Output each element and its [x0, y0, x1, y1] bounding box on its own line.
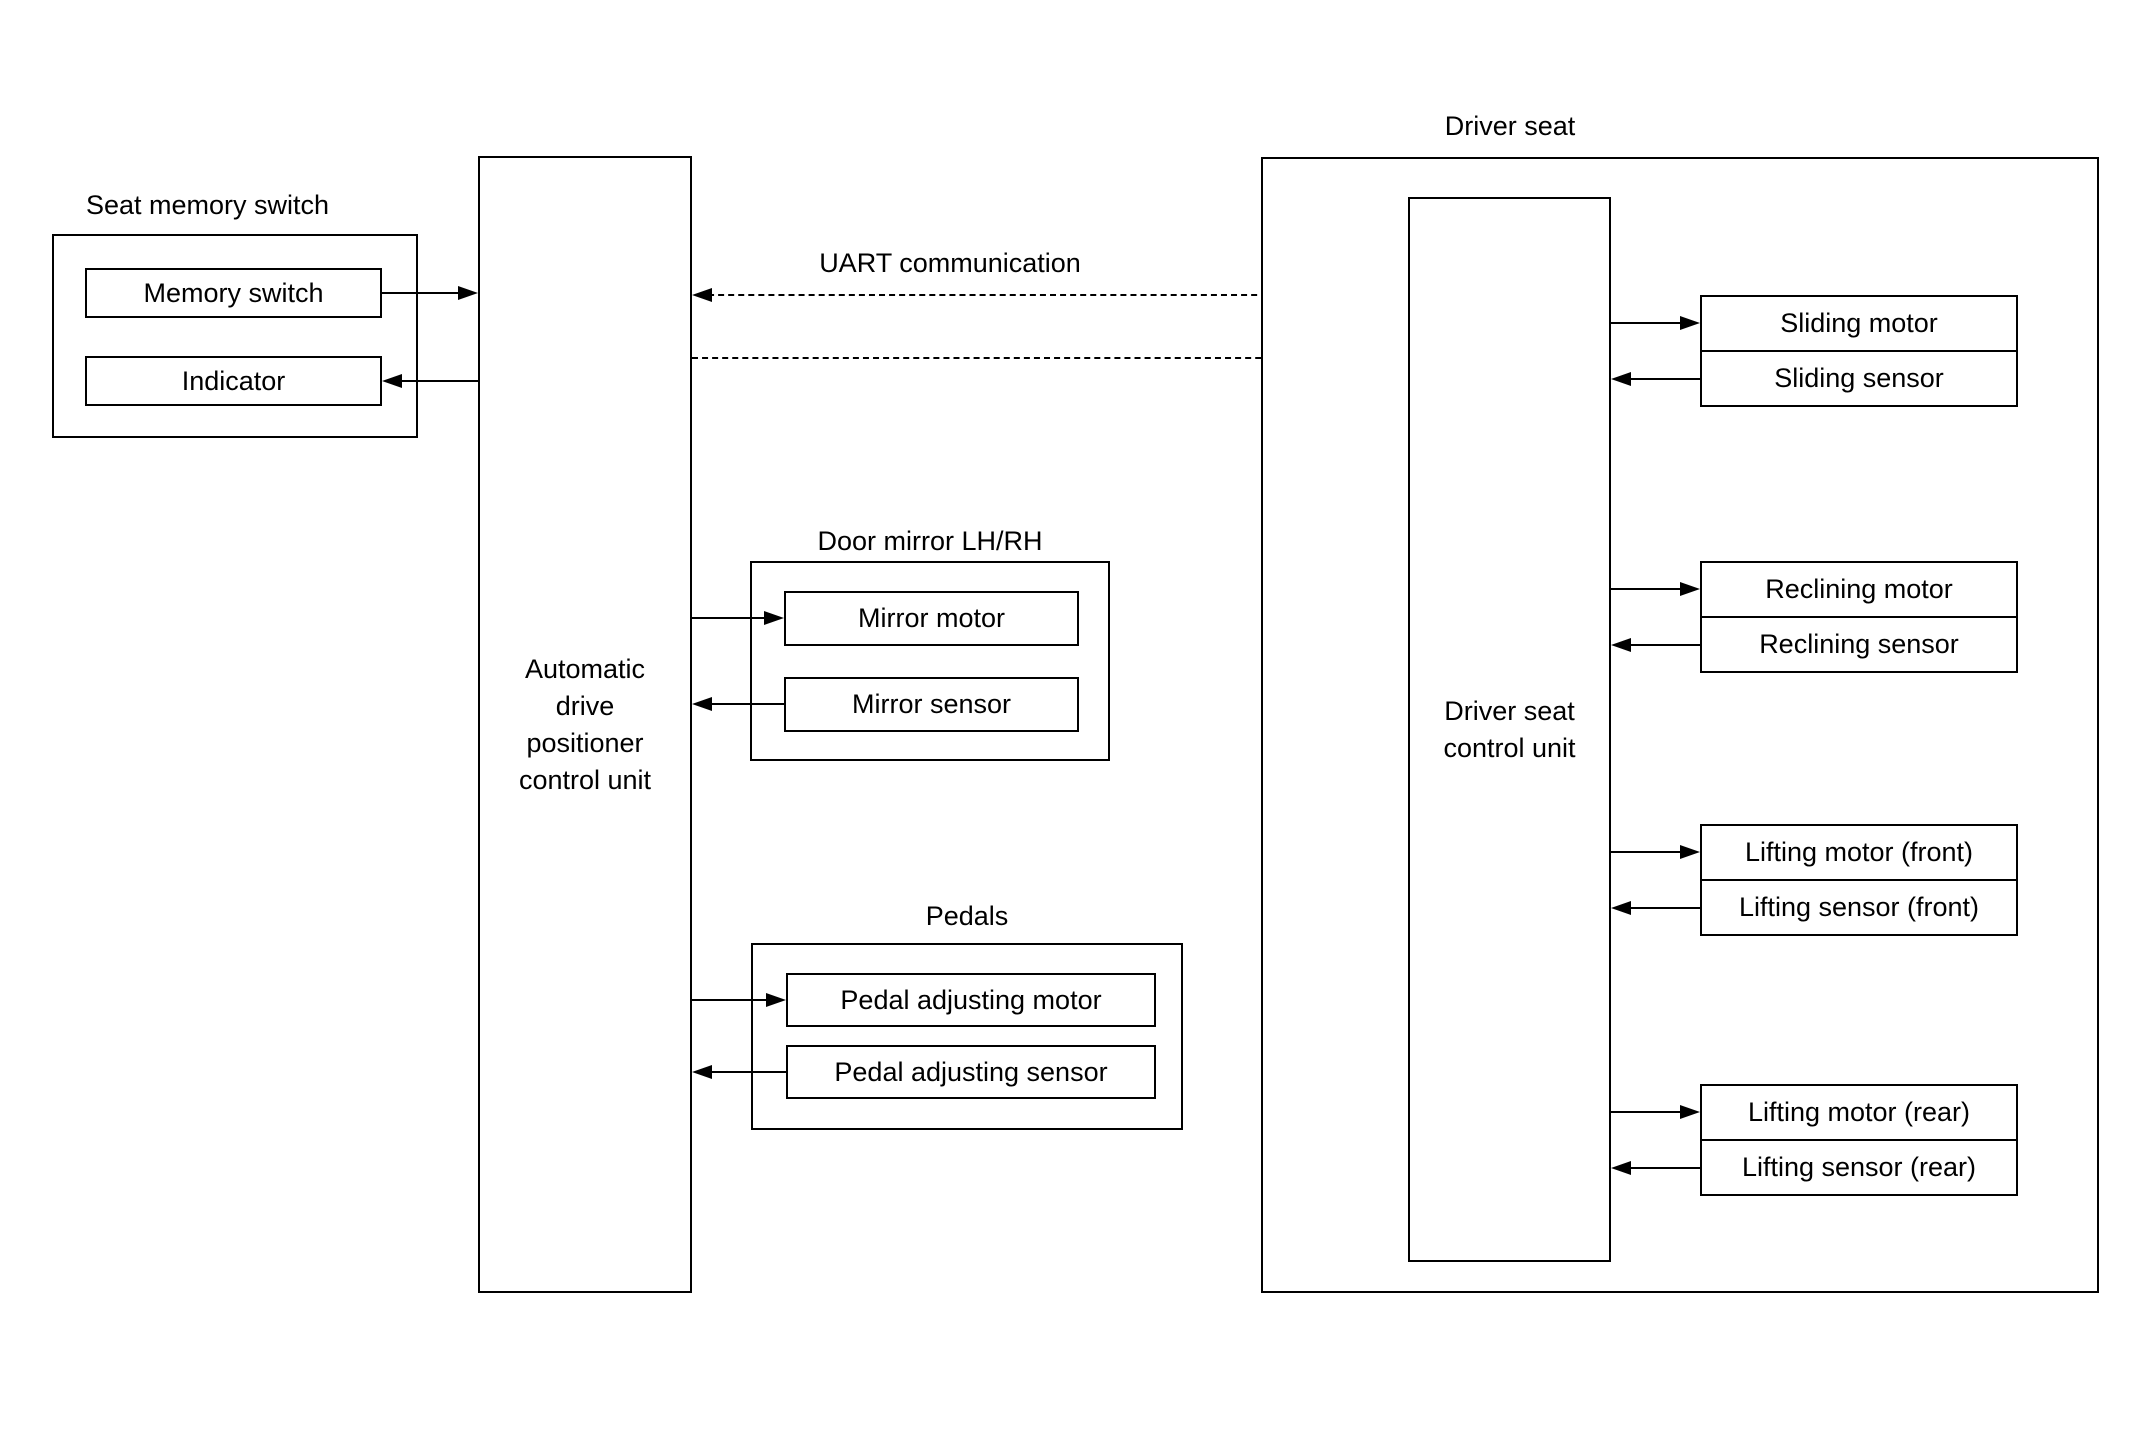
arrow-sliding-sensor-to-dscu	[1611, 371, 1700, 387]
seat-memory-switch-group-box	[52, 234, 418, 438]
arrowhead-left-icon	[692, 697, 712, 711]
arrowhead-left-icon	[382, 374, 402, 388]
arrowhead-left-icon	[1611, 372, 1631, 386]
arrow-apc-to-pedal-motor	[692, 992, 786, 1008]
apc-unit-label-line: drive	[555, 690, 615, 721]
arrow-memory-switch-to-apc	[382, 285, 478, 301]
reclining-pair-box: Reclining motor Reclining sensor	[1700, 561, 2018, 673]
arrowhead-right-icon	[1680, 316, 1700, 330]
arrowhead-left-icon	[1611, 638, 1631, 652]
pedals-group-box	[751, 943, 1183, 1130]
arrow-dscu-to-reclining-motor	[1611, 581, 1700, 597]
lifting-motor-front-box: Lifting motor (front)	[1702, 826, 2016, 881]
door-mirror-title: Door mirror LH/RH	[817, 526, 1043, 556]
pedal-adjusting-sensor-box: Pedal adjusting sensor	[786, 1045, 1156, 1099]
arrow-apc-to-mirror-motor	[692, 610, 784, 626]
sliding-pair-box: Sliding motor Sliding sensor	[1700, 295, 2018, 407]
uart-communication-label: UART communication	[819, 248, 1081, 278]
apc-unit-label-line: control unit	[518, 764, 652, 795]
driver-seat-control-unit-label-line: Driver seat	[1444, 695, 1575, 726]
arrow-mirror-sensor-to-apc	[692, 696, 784, 712]
arrowhead-left-icon	[1611, 1161, 1631, 1175]
pedals-title: Pedals	[925, 901, 1009, 931]
memory-switch-box: Memory switch	[85, 268, 382, 318]
arrow-uart-to-apc	[692, 287, 1408, 303]
automatic-drive-positioner-control-unit-box: Automatic drive positioner control unit	[478, 156, 692, 1293]
sliding-motor-box: Sliding motor	[1702, 297, 2016, 352]
driver-seat-control-unit-box: Driver seat control unit	[1408, 197, 1611, 1262]
lifting-front-pair-box: Lifting motor (front) Lifting sensor (fr…	[1700, 824, 2018, 936]
arrowhead-right-icon	[458, 286, 478, 300]
arrowhead-right-icon	[766, 993, 786, 1007]
lifting-sensor-front-box: Lifting sensor (front)	[1738, 892, 1980, 922]
arrowhead-left-icon	[1611, 901, 1631, 915]
arrowhead-right-icon	[764, 611, 784, 625]
arrow-lifting-rear-sensor-to-dscu	[1611, 1160, 1700, 1176]
arrow-dscu-to-lifting-rear-motor	[1611, 1104, 1700, 1120]
arrowhead-right-icon	[1680, 845, 1700, 859]
lifting-motor-rear-box: Lifting motor (rear)	[1702, 1086, 2016, 1141]
sliding-sensor-box: Sliding sensor	[1774, 363, 1944, 393]
arrow-dscu-to-lifting-front-motor	[1611, 844, 1700, 860]
mirror-motor-box: Mirror motor	[784, 591, 1079, 646]
arrow-dscu-to-sliding-motor	[1611, 315, 1700, 331]
indicator-box: Indicator	[85, 356, 382, 406]
mirror-sensor-box: Mirror sensor	[784, 677, 1079, 732]
arrow-pedal-sensor-to-apc	[692, 1064, 786, 1080]
driver-seat-title: Driver seat	[1444, 111, 1576, 141]
driver-seat-control-unit-label-line: control unit	[1443, 732, 1576, 763]
reclining-motor-box: Reclining motor	[1702, 563, 2016, 618]
arrow-apc-to-indicator	[382, 373, 478, 389]
arrow-lifting-front-sensor-to-dscu	[1611, 900, 1700, 916]
arrow-reclining-sensor-to-dscu	[1611, 637, 1700, 653]
apc-unit-label-line: positioner	[526, 727, 644, 758]
arrowhead-left-icon	[692, 1065, 712, 1079]
seat-memory-switch-title: Seat memory switch	[86, 190, 330, 220]
lifting-sensor-rear-box: Lifting sensor (rear)	[1741, 1152, 1977, 1182]
apc-unit-label-line: Automatic	[524, 653, 646, 684]
arrowhead-right-icon	[1680, 1105, 1700, 1119]
lifting-rear-pair-box: Lifting motor (rear) Lifting sensor (rea…	[1700, 1084, 2018, 1196]
arrowhead-right-icon	[1680, 582, 1700, 596]
reclining-sensor-box: Reclining sensor	[1759, 629, 1959, 659]
pedal-adjusting-motor-box: Pedal adjusting motor	[786, 973, 1156, 1027]
arrowhead-left-icon	[692, 288, 712, 302]
